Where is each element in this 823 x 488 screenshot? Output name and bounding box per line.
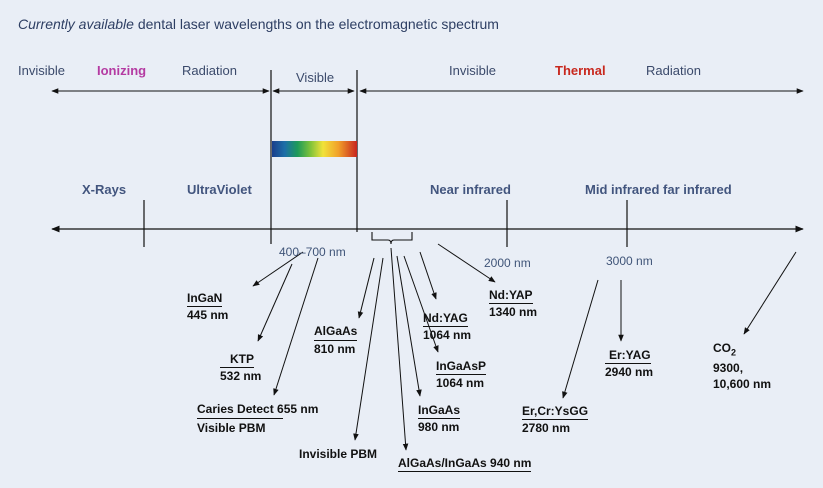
laser-algaas-ingaas-name: AlGaAs/InGaAs 940 nm xyxy=(398,456,532,472)
laser-caries-pbm: Visible PBM xyxy=(197,418,284,437)
laser-invisible-pbm-name: Invisible PBM xyxy=(299,447,378,461)
diagram-title: Currently available dental laser wavelen… xyxy=(18,16,499,32)
arrow-ndyap xyxy=(437,243,496,283)
laser-ercrysgg-name: Er,Cr:YsGG xyxy=(522,404,589,420)
laser-co2-name: CO2 xyxy=(713,341,737,358)
laser-ndyag-name: Nd:YAG xyxy=(423,311,468,327)
band-visible: Visible xyxy=(296,70,335,85)
tick-label-2000: 2000 nm xyxy=(484,256,531,270)
laser-ktp-name: KTP xyxy=(220,351,254,368)
laser-algaas: AlGaAs 810 nm xyxy=(314,323,358,358)
laser-co2: CO2 9300, 10,600 nm xyxy=(713,340,771,392)
band-ionizing: Ionizing xyxy=(97,63,147,78)
laser-algaas-ingaas: AlGaAs/InGaAs 940 nm xyxy=(398,455,532,472)
region-xrays: X-Rays xyxy=(82,182,127,197)
tick-label-3000: 3000 nm xyxy=(606,254,653,268)
laser-ercrysgg-wavelength: 2780 nm xyxy=(522,421,571,435)
band-invisible-left: Invisible xyxy=(18,63,65,78)
laser-algaas-wavelength: 810 nm xyxy=(314,342,356,356)
laser-invisible-pbm: Invisible PBM xyxy=(299,446,377,462)
arrow-ndyag xyxy=(419,251,437,300)
arrow-ingaas xyxy=(396,255,422,397)
title-italic: Currently available xyxy=(18,16,134,32)
arrow-ercrysgg xyxy=(562,279,599,399)
region-ultraviolet: UltraViolet xyxy=(187,182,252,197)
laser-ercrysgg: Er,Cr:YsGG 2780 nm xyxy=(522,403,589,436)
tick-label-400-700: 400–700 nm xyxy=(279,245,346,259)
arrow-caries xyxy=(273,257,319,396)
laser-ingaas: InGaAs 980 nm xyxy=(418,402,461,435)
laser-ingaasp: InGaAsP 1064 nm xyxy=(436,358,487,391)
laser-ndyap-name: Nd:YAP xyxy=(489,288,533,304)
laser-ingaas-wavelength: 980 nm xyxy=(418,420,460,434)
laser-co2-wavelength-1: 9300, xyxy=(713,361,744,376)
laser-ingaasp-wavelength: 1064 nm xyxy=(436,376,485,390)
laser-ktp: KTP 532 nm xyxy=(220,351,261,384)
arrow-invisible-pbm xyxy=(353,257,384,441)
near-ir-brace xyxy=(371,232,413,245)
laser-co2-wavelength-2: 10,600 nm xyxy=(713,377,772,392)
arrow-algaas-ingaas xyxy=(390,247,409,451)
arrow-ktp xyxy=(257,263,293,342)
band-invisible-right: Invisible xyxy=(449,63,496,78)
laser-ingaasp-name: InGaAsP xyxy=(436,359,487,375)
arrow-co2 xyxy=(743,251,797,335)
laser-eryag: Er:YAG 2940 nm xyxy=(605,347,653,380)
arrow-ingan xyxy=(252,251,304,287)
band-radiation-right: Radiation xyxy=(646,63,701,78)
laser-eryag-wavelength: 2940 nm xyxy=(605,365,654,379)
visible-spectrum-bar xyxy=(272,141,357,157)
laser-caries-detect: Caries Detect 655 nm Visible PBM xyxy=(197,400,318,437)
laser-ingan: InGaN 445 nm xyxy=(187,290,228,323)
laser-ingaas-name: InGaAs xyxy=(418,403,461,419)
laser-co2-subscript: 2 xyxy=(731,347,737,358)
laser-caries-name: Caries Detect 655 nm xyxy=(197,402,319,416)
region-mid-far-infrared: Mid infrared far infrared xyxy=(585,182,732,197)
band-thermal: Thermal xyxy=(555,63,606,78)
laser-ktp-wavelength: 532 nm xyxy=(220,369,262,383)
laser-ingan-wavelength: 445 nm xyxy=(187,308,229,322)
laser-co2-formula: CO xyxy=(713,341,731,355)
laser-ndyag: Nd:YAG 1064 nm xyxy=(423,310,471,343)
laser-algaas-name: AlGaAs xyxy=(314,323,358,341)
arrow-algaas xyxy=(357,257,375,319)
band-radiation-left: Radiation xyxy=(182,63,237,78)
laser-ndyap: Nd:YAP 1340 nm xyxy=(489,287,537,320)
laser-eryag-name: Er:YAG xyxy=(605,347,651,364)
laser-ndyap-wavelength: 1340 nm xyxy=(489,305,538,319)
laser-ndyag-wavelength: 1064 nm xyxy=(423,328,472,342)
title-rest: dental laser wavelengths on the electrom… xyxy=(133,16,499,32)
region-near-infrared: Near infrared xyxy=(430,182,511,197)
laser-ingan-name: InGaN xyxy=(187,291,223,307)
arrow-ingaasp xyxy=(403,255,439,353)
